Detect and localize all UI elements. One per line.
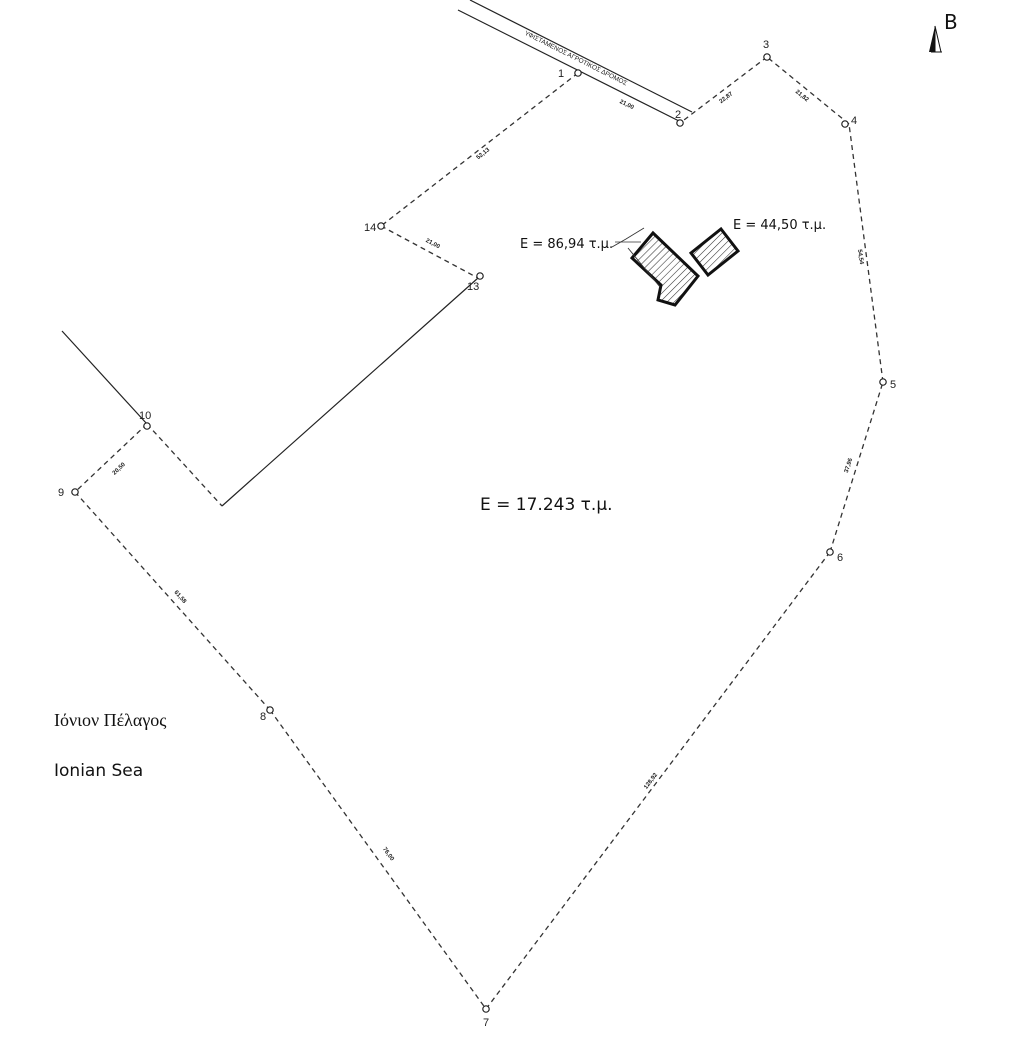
building-large: Ε = 86,94 τ.μ.	[520, 227, 701, 307]
vertex-5-marker	[879, 378, 887, 386]
vertex-7-marker	[482, 1005, 490, 1013]
building-small-area: Ε = 44,50 τ.μ.	[733, 218, 826, 233]
sea-label-english: Ionian Sea	[54, 761, 143, 781]
vertex-8-marker	[266, 706, 274, 714]
parcel-boundary	[74, 56, 884, 1010]
vertex-13-marker	[476, 272, 484, 280]
distance-13-14: 21,00	[424, 238, 441, 251]
distance-labels: 21,00 22,87 21,82 54,54 37,96 128,92 76,…	[112, 89, 864, 863]
distance-4-5: 54,54	[856, 249, 864, 265]
vertex-labels: 1 2 3 4 5 6 7 8 9 10 13 14	[58, 39, 896, 1029]
distance-9-10: 20,50	[112, 462, 128, 477]
vertex-2-label: 2	[675, 109, 681, 121]
vertex-10-label: 10	[139, 410, 151, 422]
distance-2-3: 22,87	[719, 91, 735, 105]
vertex-8-label: 8	[260, 711, 266, 723]
vertex-markers	[71, 53, 887, 1013]
vertex-14-marker	[377, 222, 385, 230]
parcel-area-label: Ε = 17.243 τ.μ.	[480, 495, 613, 515]
vertex-5-label: 5	[890, 379, 896, 391]
north-label: B	[944, 10, 958, 34]
vertex-14-label: 14	[364, 222, 376, 234]
vertex-7-label: 7	[483, 1017, 489, 1029]
building-small: Ε = 44,50 τ.μ.	[688, 218, 826, 278]
building-large-area: Ε = 86,94 τ.μ.	[520, 237, 613, 252]
distance-3-4: 21,82	[794, 89, 810, 104]
rural-road: ΥΦΙΣΤΑΜΕΝΟΣ ΑΓΡΟΤΙΚΟΣ ΔΡΟΜΟΣ	[457, 0, 693, 124]
distance-1-2: 21,00	[618, 99, 635, 111]
vertex-13-label: 13	[467, 281, 479, 293]
sea-label-greek: Ιόνιον Πέλαγος	[54, 710, 166, 730]
neighbour-boundary	[61, 277, 479, 507]
vertex-9-label: 9	[58, 487, 64, 499]
vertex-1-label: 1	[558, 68, 564, 80]
vertex-1-marker	[574, 69, 582, 77]
distance-5-6: 37,96	[844, 457, 855, 474]
vertex-6-marker	[826, 548, 834, 556]
vertex-3-label: 3	[763, 39, 769, 51]
vertex-9-marker	[71, 488, 79, 496]
distance-6-7: 128,92	[643, 772, 659, 791]
vertex-2-marker	[676, 119, 684, 127]
vertex-10-marker	[143, 422, 151, 430]
vertex-6-label: 6	[837, 552, 843, 564]
distance-7-8: 76,00	[381, 847, 395, 863]
distance-14-1: 52,13	[476, 147, 492, 161]
distance-8-9: 61,58	[172, 590, 187, 606]
vertex-4-marker	[841, 120, 849, 128]
vertex-3-marker	[763, 53, 771, 61]
vertex-4-label: 4	[851, 115, 857, 127]
north-arrow-icon: B	[929, 10, 958, 53]
road-label: ΥΦΙΣΤΑΜΕΝΟΣ ΑΓΡΟΤΙΚΟΣ ΔΡΟΜΟΣ	[523, 30, 628, 87]
